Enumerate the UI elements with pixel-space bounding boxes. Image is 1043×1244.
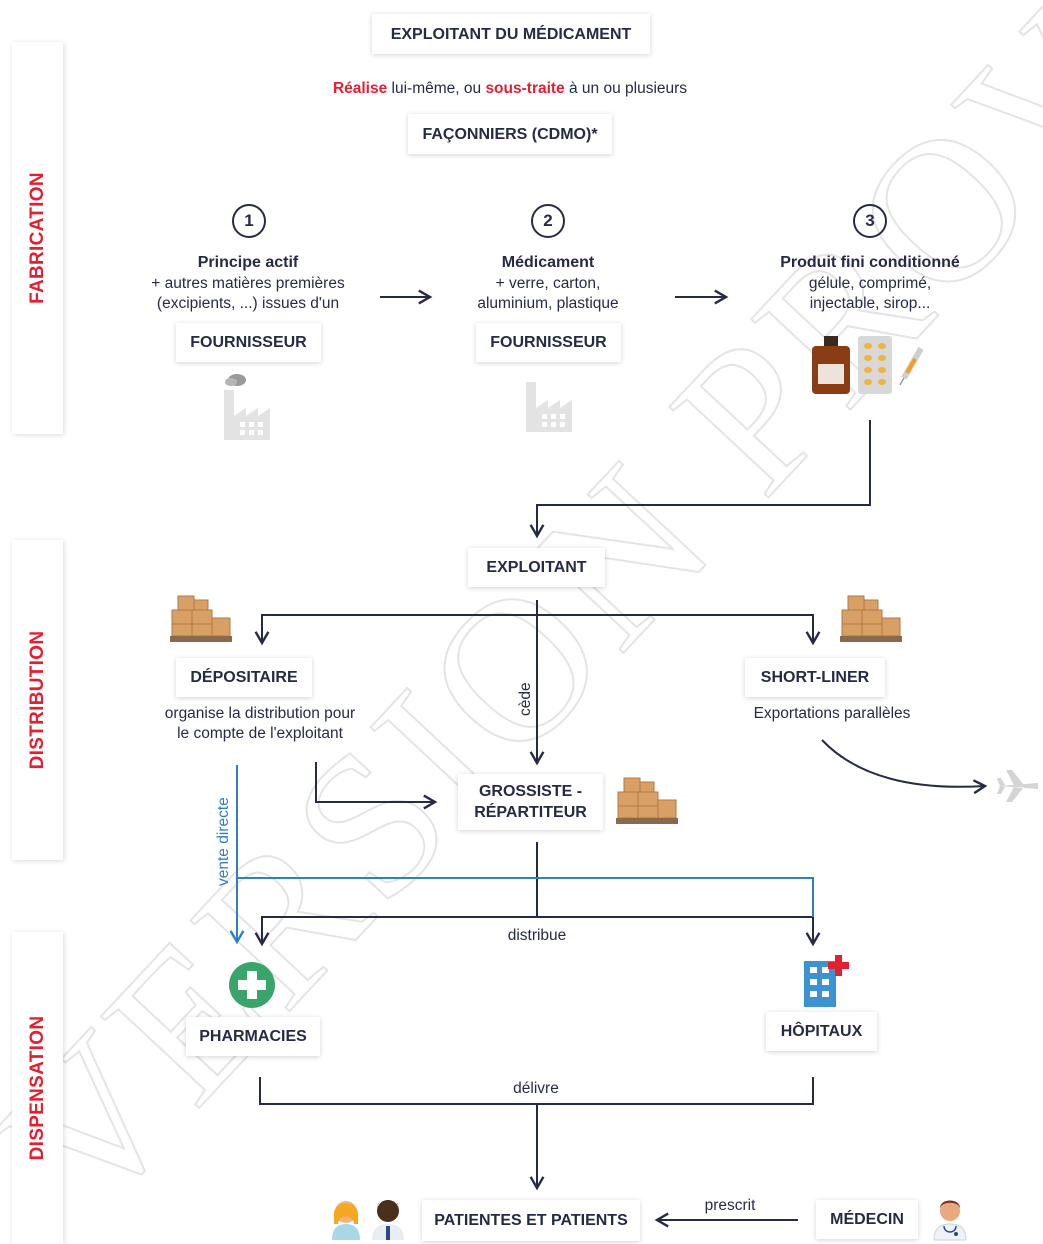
step-1-line1: + autres matières premières: [151, 275, 345, 292]
section-dispensation: DISPENSATION: [12, 932, 63, 1244]
realise-word: Réalise: [332, 80, 388, 97]
step-1-title: Principe actif: [197, 254, 299, 271]
section-label-dispensation: DISPENSATION: [26, 1015, 48, 1161]
grossiste-line-1: GROSSISTE -: [478, 783, 583, 800]
realise-mid: lui-même, ou: [387, 80, 486, 97]
section-fabrication: FABRICATION: [12, 42, 63, 434]
exploitant-box: EXPLOITANT: [468, 548, 605, 587]
airplane-icon: [997, 770, 1038, 802]
step-2-number: 2: [531, 204, 565, 238]
step-3-title: Produit fini conditionné: [780, 254, 960, 271]
section-distribution: DISTRIBUTION: [12, 540, 63, 860]
arrow-to-exploitant: [529, 420, 871, 539]
step-3-line1: gélule, comprimé,: [808, 275, 932, 292]
section-label-distribution: DISTRIBUTION: [26, 630, 48, 770]
prescrit-label: prescrit: [704, 1197, 756, 1214]
sous-traite-word: sous-traite: [485, 80, 565, 97]
medicine-products-icon: [812, 336, 924, 394]
short-liner-box: SHORT-LINER: [745, 658, 885, 697]
pallet-boxes-icon: [616, 777, 678, 824]
depositaire-desc-1: organise la distribution pour: [164, 705, 356, 722]
branch-line: [261, 614, 814, 641]
exploitant-medicament-box: EXPLOITANT DU MÉDICAMENT: [372, 14, 650, 54]
medecin-box: MÉDECIN: [816, 1200, 918, 1239]
vente-directe-label: vente directe: [215, 797, 232, 886]
step-1-number: 1: [232, 204, 266, 238]
step-2-line1: + verre, carton,: [495, 275, 601, 292]
fournisseur-box-1: FOURNISSEUR: [176, 323, 321, 362]
faconniers-box: FAÇONNIERS (CDMO)*: [408, 114, 612, 154]
realise-end: à un ou plusieurs: [564, 80, 688, 97]
cede-label: cède: [517, 682, 534, 716]
step-2-title: Médicament: [501, 254, 595, 271]
short-liner-desc: Exportations parallèles: [753, 705, 911, 722]
section-label-fabrication: FABRICATION: [26, 172, 48, 304]
arrow-to-grossiste: [315, 762, 438, 810]
patients-box: PATIENTES ET PATIENTS: [422, 1200, 640, 1241]
step-2-line2: aluminium, plastique: [477, 295, 619, 312]
step-1-line2: (excipients, ...) issues d'un: [156, 295, 340, 312]
step-3-line2: injectable, sirop...: [809, 295, 931, 312]
grossiste-line-2: RÉPARTITEUR: [474, 804, 587, 821]
pharmacy-cross-icon: [229, 962, 275, 1008]
hospital-icon: [804, 955, 849, 1007]
pallet-boxes-icon: [170, 595, 232, 642]
factory-icon: [526, 382, 572, 432]
depositaire-box: DÉPOSITAIRE: [176, 658, 312, 697]
doctor-icon: [933, 1200, 967, 1241]
pallet-boxes-icon: [840, 595, 902, 642]
factory-icon: [224, 374, 270, 440]
delivre-label: délivre: [513, 1080, 559, 1097]
grossiste-repartiteur-box: GROSSISTE - RÉPARTITEUR: [458, 774, 603, 830]
arrow-export: [821, 739, 988, 795]
fournisseur-box-2: FOURNISSEUR: [476, 323, 621, 362]
hopitaux-box: HÔPITAUX: [766, 1012, 877, 1051]
step-3-number: 3: [853, 204, 887, 238]
patients-icon: [332, 1200, 404, 1240]
vente-directe-branch: [237, 877, 814, 917]
pharmacies-box: PHARMACIES: [186, 1017, 320, 1056]
distribue-label: distribue: [507, 927, 567, 944]
realise-line: Réalise lui-même, ou sous-traite à un ou…: [260, 79, 760, 99]
depositaire-desc-2: le compte de l'exploitant: [177, 725, 343, 742]
distribue-branch: [261, 916, 814, 942]
